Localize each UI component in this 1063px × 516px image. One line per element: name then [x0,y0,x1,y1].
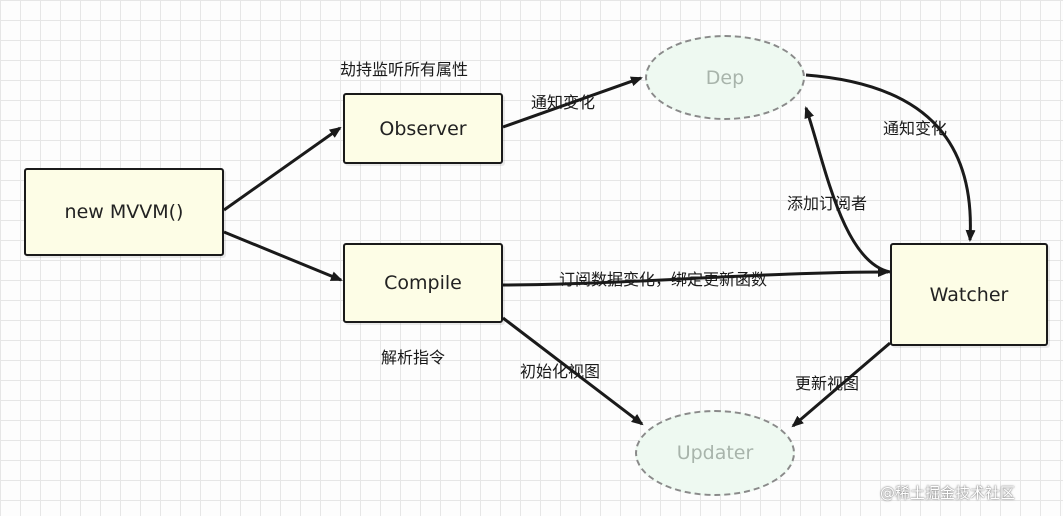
node-new-mvvm: new MVVM() [24,168,224,256]
label-notify-change-observer: 通知变化 [531,93,596,112]
label-subscribe-bind: 订阅数据变化，绑定更新函数 [559,270,768,289]
label-notify-change-watcher: 通知变化 [883,119,948,138]
edge-compile-to-watcher [502,267,890,287]
label-init-view: 初始化视图 [520,362,601,381]
edge-compile-to-updater [502,316,644,426]
edge-watcher-to-dep [804,106,891,274]
node-watcher: Watcher [890,243,1048,346]
edge-mvvm-to-compile [223,230,343,282]
node-observer: Observer [343,93,503,164]
edge-watcher-to-updater [791,341,891,428]
label-parse-directives: 解析指令 [381,348,446,367]
node-updater: Updater [635,410,795,496]
edge-observer-to-dep [502,76,643,129]
node-compile: Compile [343,243,503,323]
label-add-subscriber: 添加订阅者 [787,194,868,213]
edge-dep-to-watcher [805,73,976,242]
label-hijack-properties: 劫持监听所有属性 [340,60,469,79]
watermark: @稀土掘金技术社区 [880,484,1016,502]
edge-mvvm-to-observer [223,126,342,212]
label-update-view: 更新视图 [795,374,860,393]
node-dep: Dep [645,35,805,120]
